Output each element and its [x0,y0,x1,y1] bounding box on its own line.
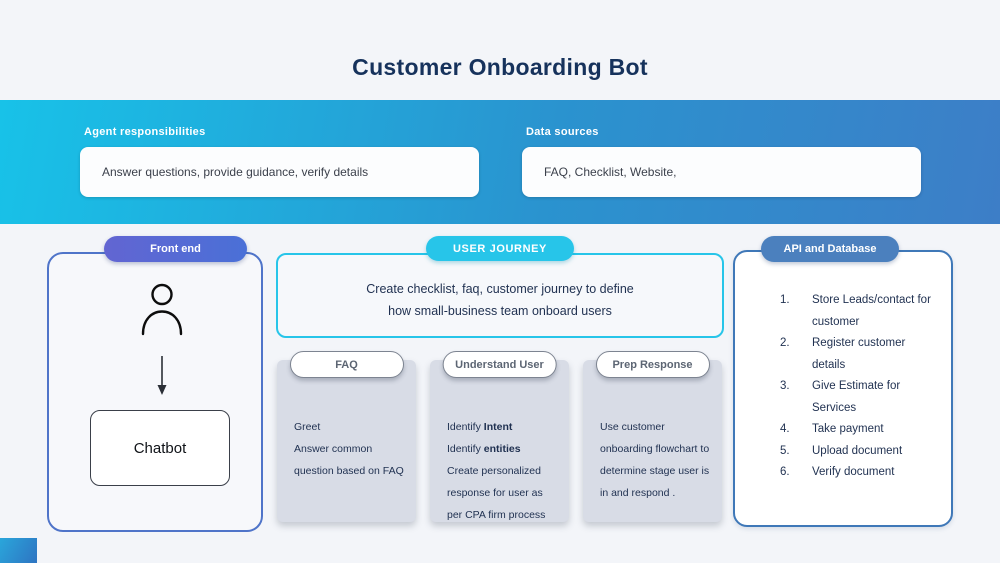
data-sources-value-box: FAQ, Checklist, Website, [522,147,921,197]
card-text-line: Answer common question based on FAQ [294,443,404,477]
api-task-item: Upload document [780,441,903,462]
agent-responsibilities-value: Answer questions, provide guidance, veri… [102,165,369,179]
card-text-line: Identify Intent [447,421,513,433]
chatbot-box: Chatbot [90,410,230,486]
api-database-badge: API and Database [761,236,899,262]
stage-card-body: Use customer onboarding flowchart to det… [600,416,713,504]
card-text-line: Create personalized response for user as… [447,465,546,521]
stage-card-badge: Prep Response [595,351,710,378]
api-task-item: Register customer details [780,333,906,371]
journey-line-2: how small-business team onboard users [388,303,612,318]
agent-responsibilities-label: Agent responsibilities [84,126,206,138]
stage-card-badge: FAQ [289,351,404,378]
journey-line-1: Create checklist, faq, customer journey … [366,281,634,296]
stage-card-prep-response: Prep Response Use customer onboarding fl… [583,351,722,522]
api-task-item: Store Leads/contact for customer [780,290,931,328]
page-title: Customer Onboarding Bot [352,54,648,80]
data-sources-value: FAQ, Checklist, Website, [544,165,677,179]
agent-responsibilities-value-box: Answer questions, provide guidance, veri… [80,147,479,197]
data-sources-label: Data sources [526,126,599,138]
chatbot-label: Chatbot [133,439,187,457]
responsibilities-banner: Agent responsibilities Answer questions,… [0,100,1000,224]
api-task-item: Take payment [780,419,884,440]
user-journey-box: Create checklist, faq, customer journey … [276,253,724,338]
corner-accent [0,538,37,563]
user-journey-badge: USER JOURNEY [426,236,574,261]
card-text-line: Identify entities [447,443,521,455]
card-text-line: Greet [294,421,321,433]
stage-card-badge: Understand User [442,351,557,378]
card-text-line: Use customer onboarding flowchart to det… [600,421,710,499]
api-task-item: Give Estimate for Services [780,376,901,414]
arrow-down-icon [154,354,170,403]
person-icon [136,281,188,344]
api-task-item: Verify document [780,462,895,483]
frontend-badge: Front end [104,236,247,262]
